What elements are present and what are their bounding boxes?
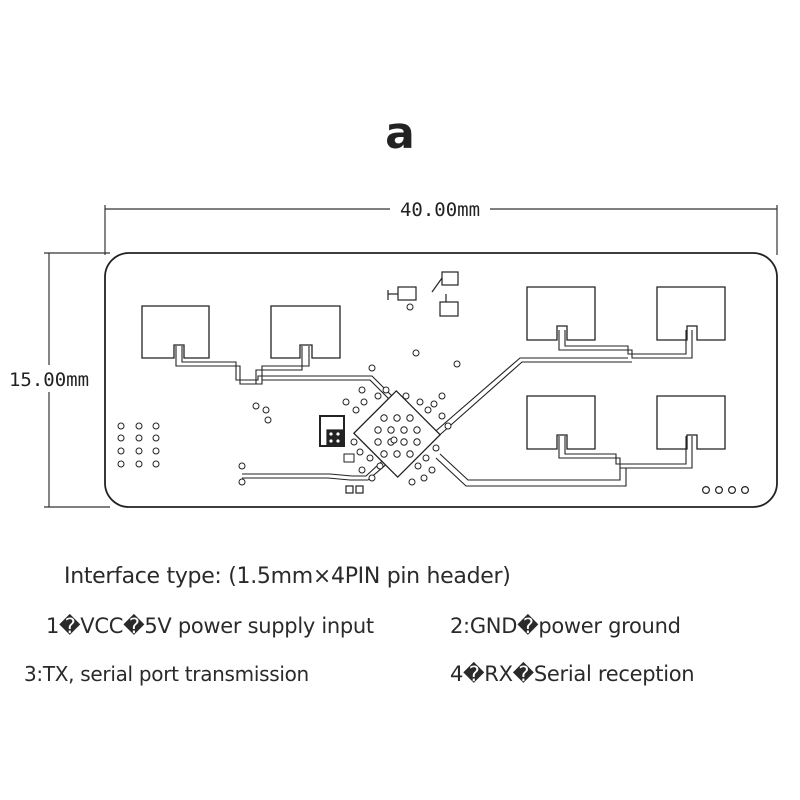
pin-2-description: 2:GND�power ground bbox=[450, 614, 681, 638]
interface-type: Interface type: (1.5mm×4PIN pin header) bbox=[64, 564, 511, 589]
antenna-patch-2 bbox=[270, 305, 341, 359]
pin-3-description: 3:TX, serial port transmission bbox=[24, 662, 309, 686]
left-via-array bbox=[117, 422, 160, 468]
vias bbox=[238, 303, 461, 486]
smd-components bbox=[319, 271, 459, 494]
antenna-patch-6 bbox=[656, 395, 726, 450]
pin-1-description: 1�VCC�5V power supply input bbox=[46, 614, 374, 638]
pin-header bbox=[701, 486, 749, 495]
antenna-patches bbox=[141, 286, 726, 450]
antenna-patch-3 bbox=[526, 286, 596, 341]
antenna-patch-1 bbox=[141, 305, 210, 359]
rf-traces bbox=[175, 330, 693, 487]
center-ic bbox=[352, 389, 442, 479]
antenna-patch-5 bbox=[526, 395, 596, 450]
antenna-patch-4 bbox=[656, 286, 726, 341]
width-dimension bbox=[104, 205, 778, 255]
width-dimension-label: 40.00mm bbox=[400, 199, 480, 221]
pin-4-description: 4�RX�Serial reception bbox=[450, 662, 695, 686]
height-dimension-label: 15.00mm bbox=[9, 369, 89, 391]
figure-label: a bbox=[385, 108, 415, 159]
height-dimension bbox=[44, 252, 110, 508]
